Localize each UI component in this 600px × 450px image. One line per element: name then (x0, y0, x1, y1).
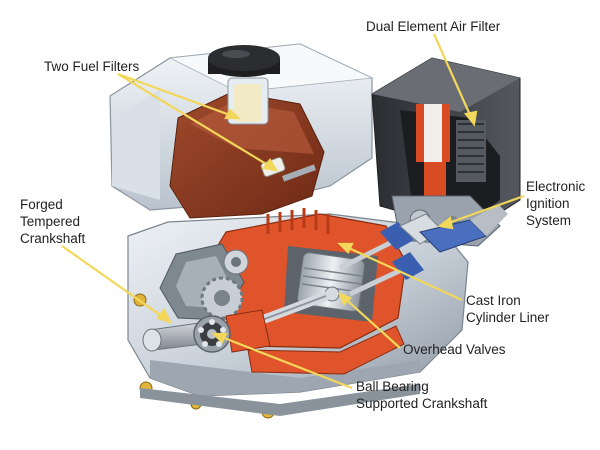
label-line: Tempered (20, 214, 81, 229)
label-line: Forged (20, 197, 63, 212)
label-text: Dual Element Air Filter (366, 19, 501, 34)
leader-valves (338, 292, 401, 349)
leader-lines (61, 33, 525, 390)
label-line: Electronic (526, 179, 586, 194)
label-text: Two Fuel Filters (44, 59, 140, 74)
leader-ball-bearing (211, 332, 353, 390)
leader-fuel-filters (117, 72, 279, 172)
label-dual-element-air-filter: Dual Element Air Filter (366, 18, 500, 35)
label-cast-iron-cylinder-liner: Cast Iron Cylinder Liner (466, 292, 549, 326)
label-line: Ball Bearing (356, 379, 429, 394)
label-line: Ignition (526, 196, 570, 211)
ignition-coil (419, 204, 508, 253)
label-line: Cast Iron (466, 293, 521, 308)
leader-cylinder-liner (337, 242, 463, 301)
leader-air-filter (432, 33, 478, 127)
label-text: Overhead Valves (403, 342, 506, 357)
label-two-fuel-filters: Two Fuel Filters (44, 58, 139, 75)
timing-gears (200, 276, 244, 320)
label-line: Supported Crankshaft (356, 396, 488, 411)
label-ball-bearing-crankshaft: Ball Bearing Supported Crankshaft (356, 378, 487, 412)
leader-crankshaft (61, 245, 173, 324)
label-electronic-ignition-system: Electronic Ignition System (526, 178, 585, 229)
ball-bearing (193, 315, 231, 353)
leader-ignition (437, 194, 525, 230)
label-line: Crankshaft (20, 231, 86, 246)
label-forged-tempered-crankshaft: Forged Tempered Crankshaft (20, 196, 85, 247)
label-line: Cylinder Liner (466, 310, 550, 325)
overhead-valves (338, 213, 443, 297)
label-overhead-valves: Overhead Valves (403, 341, 506, 358)
fuel-filter (208, 45, 280, 125)
label-line: System (526, 213, 572, 228)
connecting-rod (257, 291, 331, 325)
engine-base (140, 384, 420, 416)
